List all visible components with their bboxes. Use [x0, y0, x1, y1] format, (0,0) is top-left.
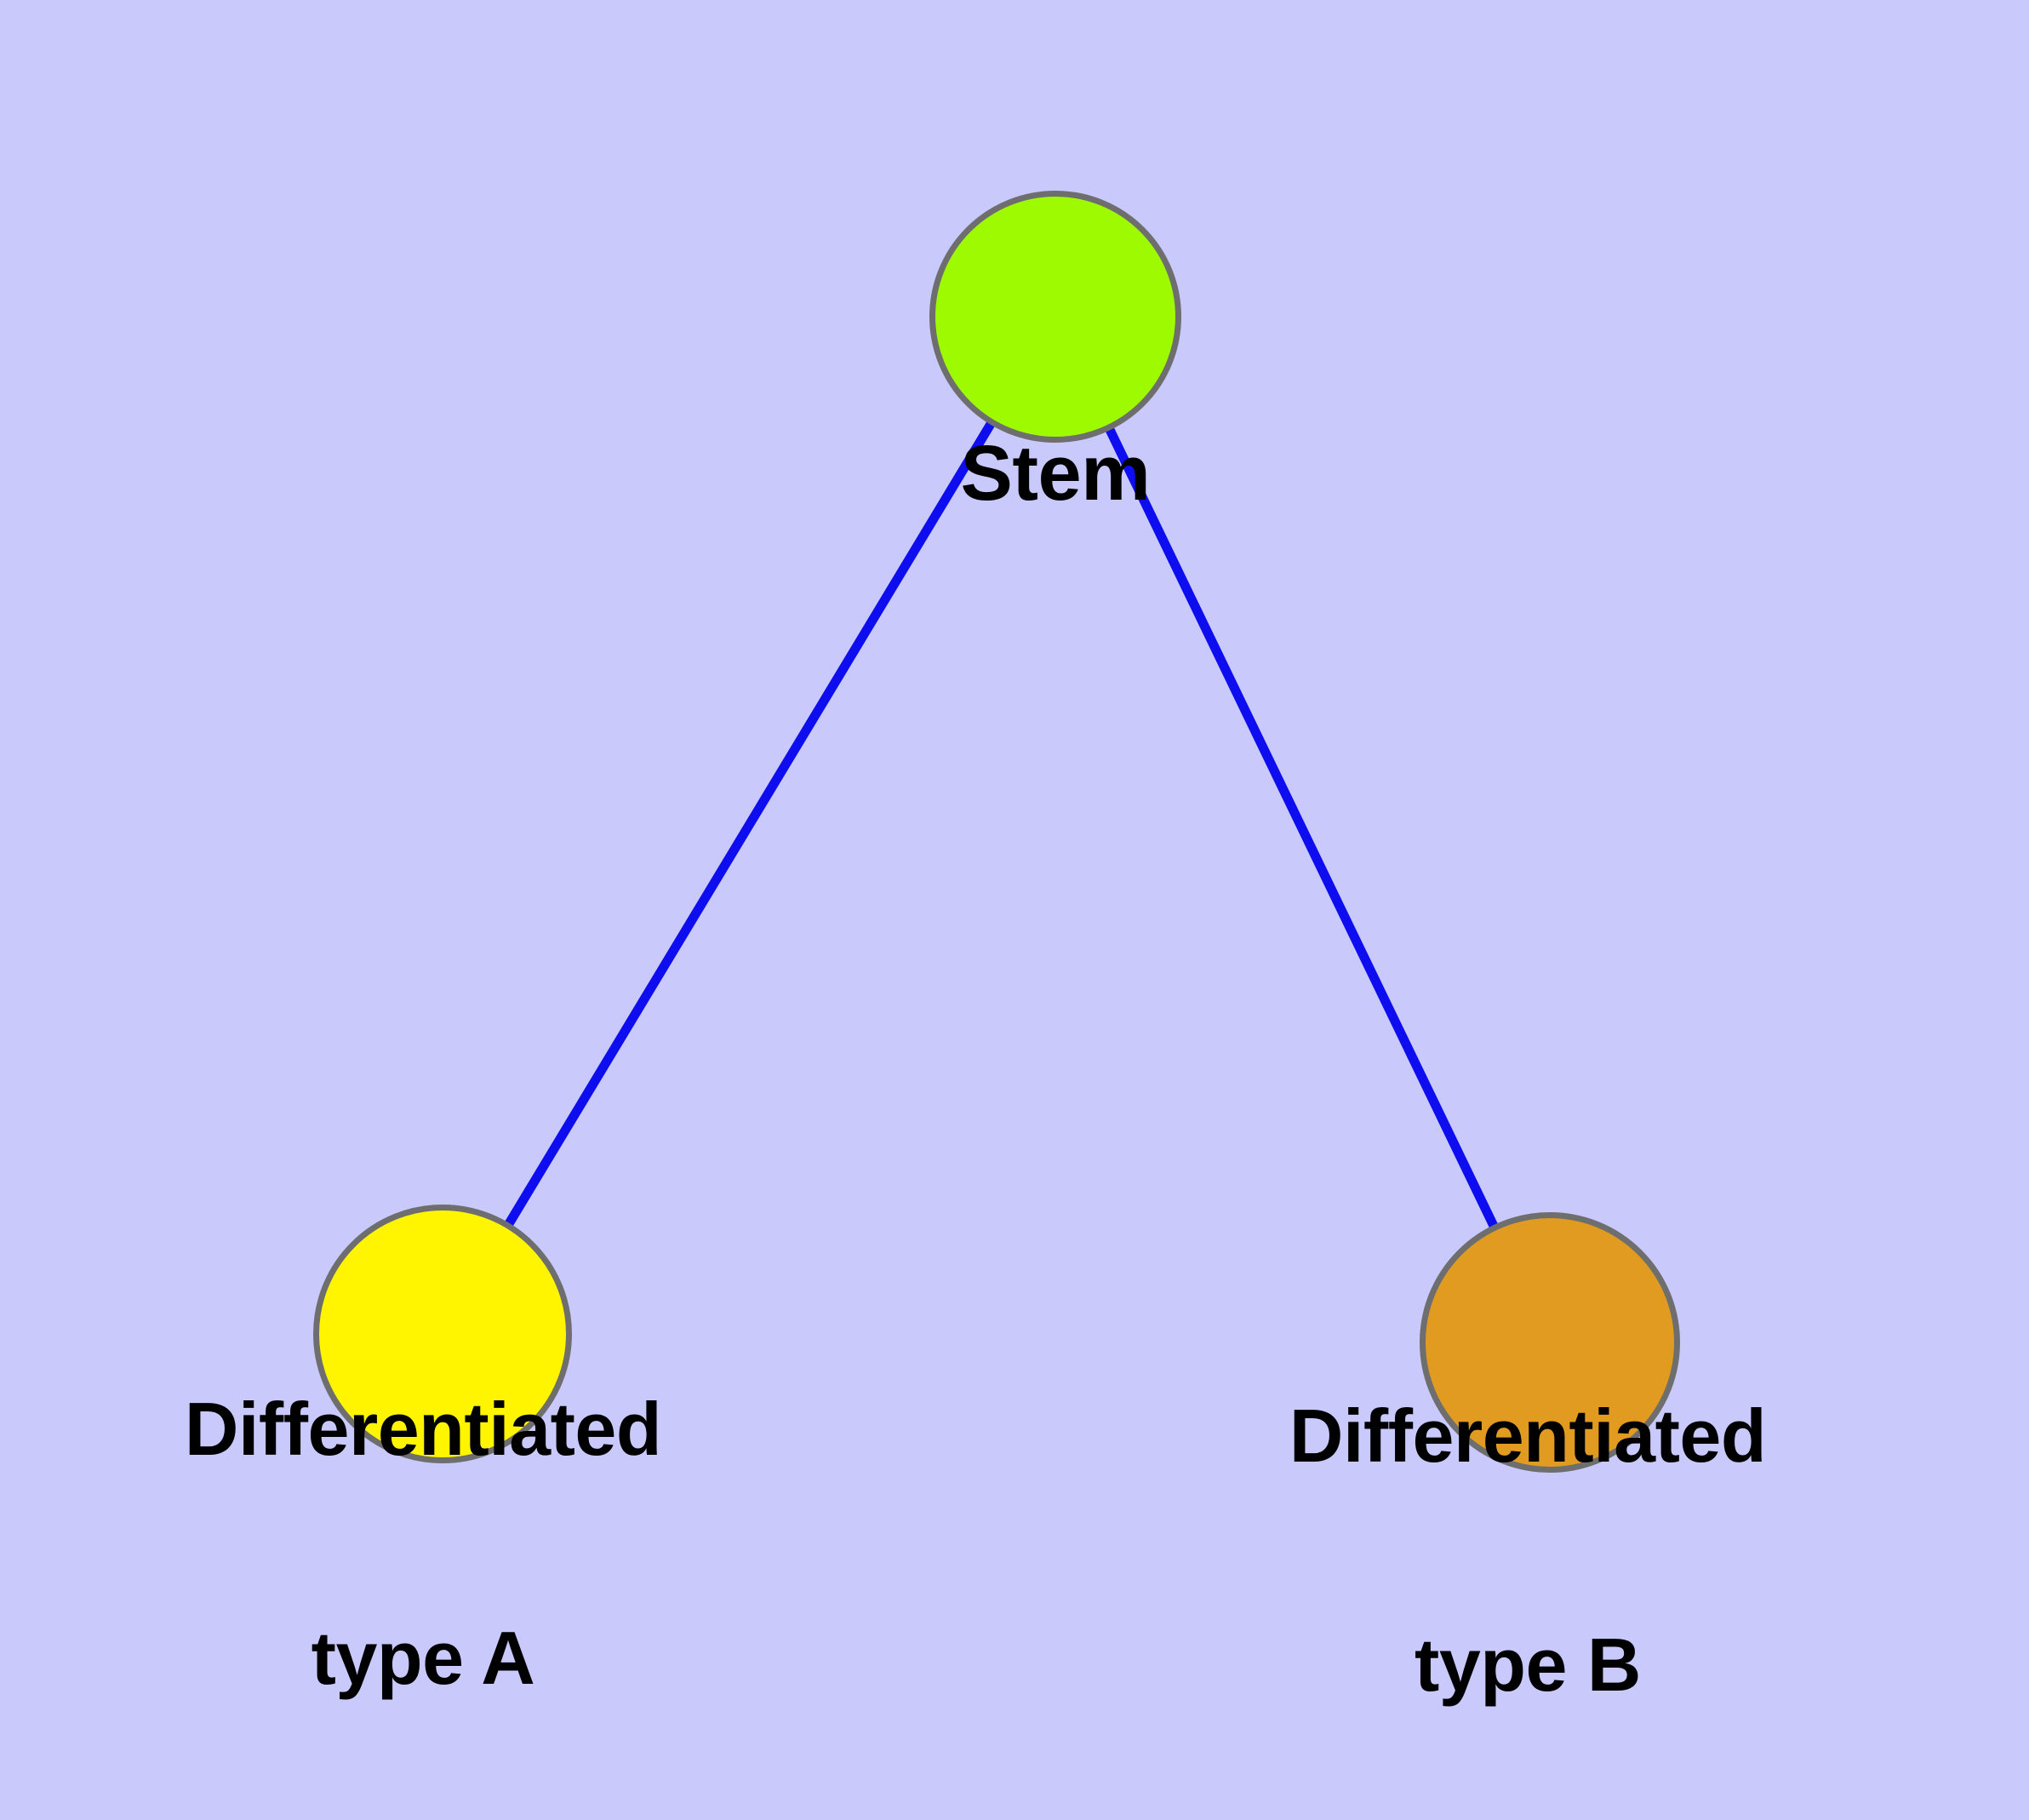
node-label-stem: Stem	[885, 274, 1226, 673]
node-differentiated-type-a[interactable]	[313, 1205, 572, 1463]
node-label-differentiated-type-b-line-2: type B	[1415, 1622, 1641, 1707]
node-label-differentiated-type-a: Differentiated type A	[100, 1238, 746, 1820]
node-stem[interactable]	[929, 191, 1181, 443]
node-label-differentiated-type-b: Differentiated type B	[1204, 1245, 1851, 1820]
node-label-stem-line-1: Stem	[960, 429, 1151, 517]
node-differentiated-type-b[interactable]	[1420, 1212, 1680, 1473]
node-label-differentiated-type-a-line-2: type A	[311, 1615, 535, 1700]
node-label-differentiated-type-a-line-1: Differentiated	[184, 1386, 662, 1471]
node-label-differentiated-type-b-line-1: Differentiated	[1289, 1393, 1767, 1478]
